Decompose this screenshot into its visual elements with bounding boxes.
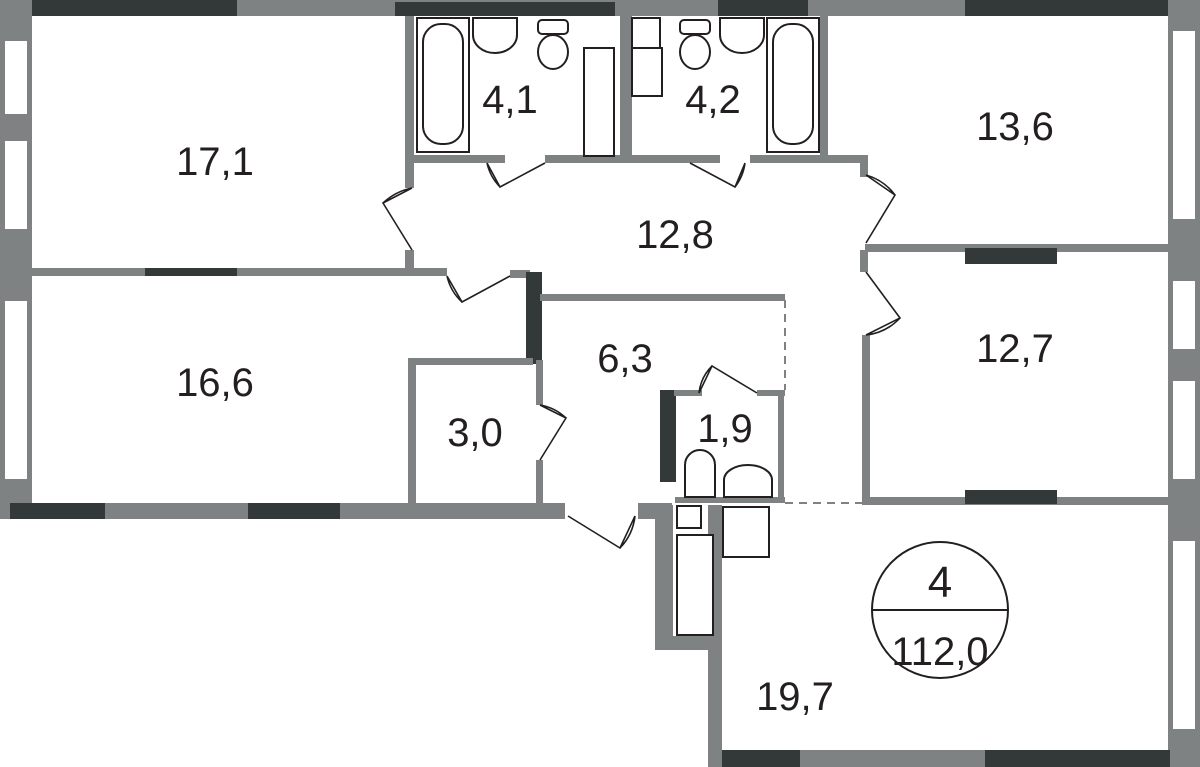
room-area-bathroom-2: 4,2	[685, 78, 741, 122]
fixtures	[416, 17, 820, 636]
room-area-bedroom-4: 12,7	[976, 327, 1054, 371]
toilet-icon	[537, 19, 569, 35]
room-area-bedroom-2: 13,6	[976, 105, 1054, 149]
room-area-bedroom-1: 17,1	[176, 140, 254, 184]
room-area-storage: 3,0	[447, 411, 503, 455]
room-area-wc: 1,9	[697, 407, 753, 451]
sink-icon	[723, 464, 773, 498]
doors	[381, 162, 902, 550]
room-area-entrance: 6,3	[597, 337, 653, 381]
total-area: 112,0	[891, 630, 988, 674]
toilet-icon	[679, 19, 711, 35]
room-labels: 17,1 4,1 4,2 13,6 12,8 16,6 3,0 6,3 1,9 …	[176, 78, 1054, 719]
rooms-count: 4	[928, 558, 952, 607]
sink-icon	[472, 17, 518, 54]
stove-icon	[722, 506, 770, 558]
summary-badge: 4 112,0	[871, 541, 1009, 679]
room-area-bathroom-1: 4,1	[482, 78, 538, 122]
room-area-kitchen-living: 19,7	[756, 675, 834, 719]
toilet-icon	[684, 449, 716, 498]
room-area-bedroom-3: 16,6	[176, 361, 254, 405]
sink-icon	[719, 17, 765, 54]
room-area-hallway: 12,8	[636, 213, 714, 257]
shaft-icon	[583, 47, 615, 157]
